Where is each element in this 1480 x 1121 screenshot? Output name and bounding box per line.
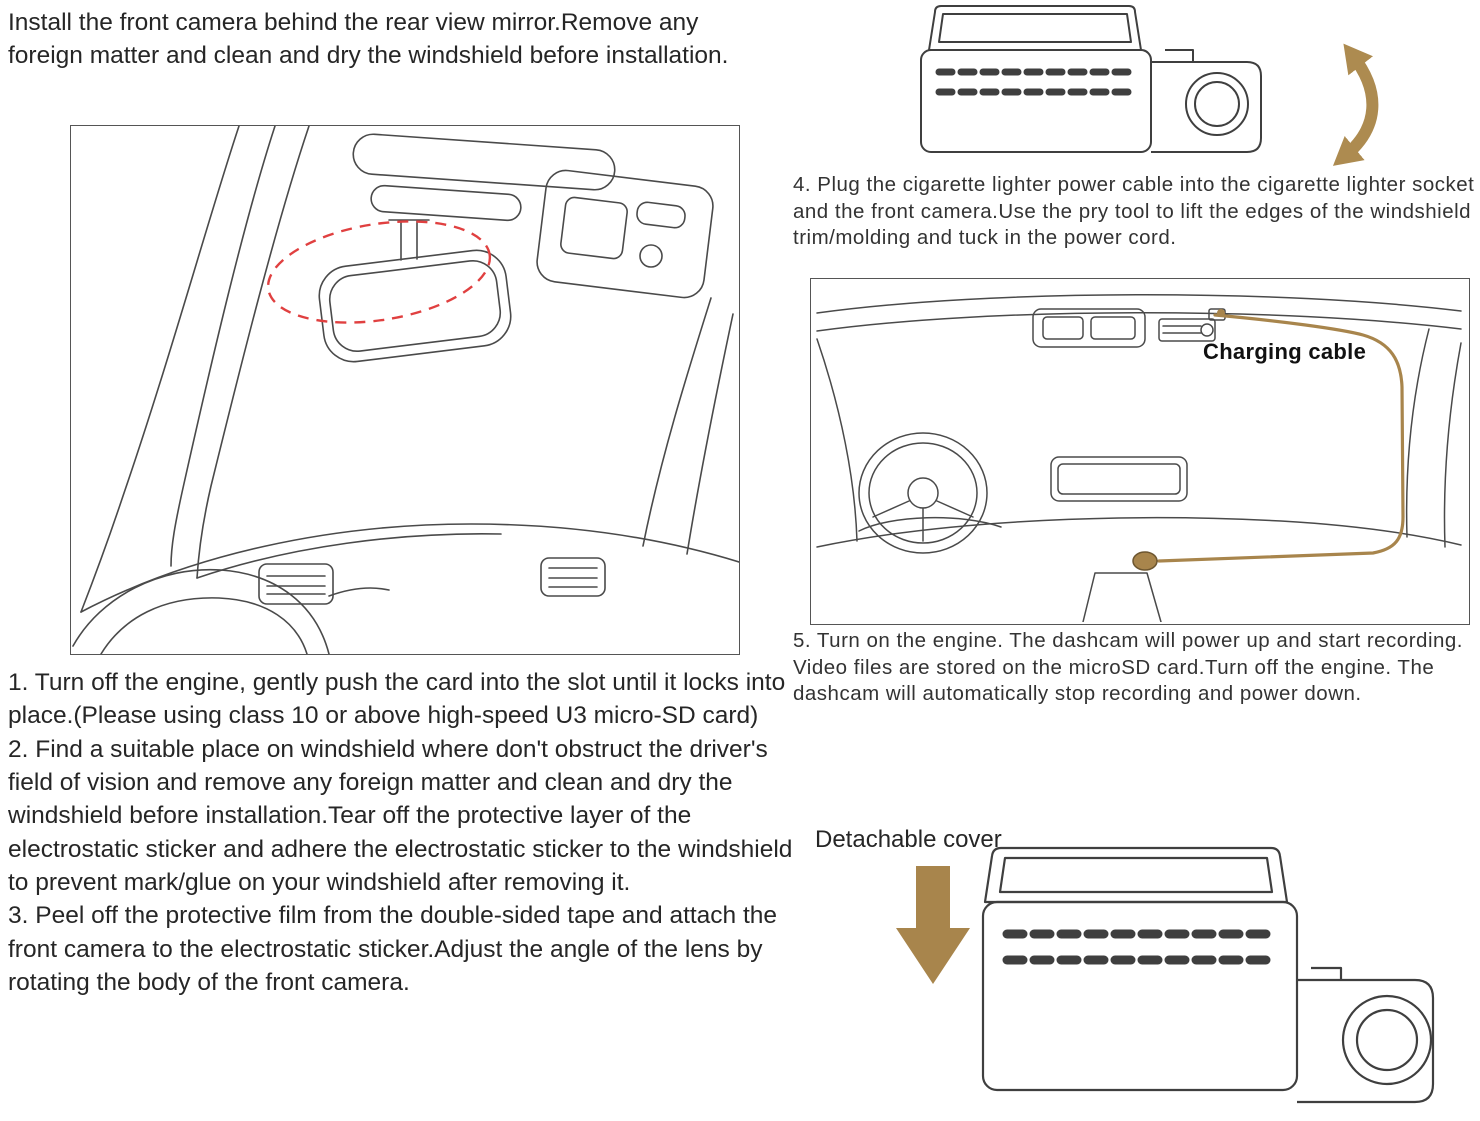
cable-routing-illustration: Charging cable [810,278,1470,625]
rotate-arrow-icon [1332,43,1379,166]
windshield-mirror-drawing [72,126,739,654]
step-1: 1. Turn off the engine, gently push the … [8,669,786,730]
dashcam-cover-illustration [975,840,1475,1120]
dashcam-bottom-drawing [981,846,1435,1104]
charging-cable-label: Charging cable [1203,339,1367,364]
dashcam-rotate-illustration [905,0,1470,180]
rear-view-mirror [318,249,512,363]
charging-cable-path [1157,313,1405,563]
front-camera [1158,318,1216,342]
detach-arrow [888,866,978,986]
mirror-highlight-ellipse [266,220,492,324]
intro-paragraph: Install the front camera behind the rear… [8,9,729,70]
mirror-installation-illustration [70,125,740,655]
dashcam-top-drawing [920,5,1379,166]
step-4: 4. Plug the cigarette lighter power cabl… [793,173,1475,250]
step-2: 2. Find a suitable place on windshield w… [8,735,793,896]
step-5: 5. Turn on the engine. The dashcam will … [793,629,1463,706]
cigarette-lighter-plug [1132,551,1158,571]
step-3: 3. Peel off the protective film from the… [8,902,778,996]
steps-1-3: 1. Turn off the engine, gently push the … [8,666,803,999]
down-arrow-icon [896,866,970,984]
detachable-cover-label: Detachable cover [815,826,1002,853]
dashboard-cable-drawing [816,294,1462,622]
